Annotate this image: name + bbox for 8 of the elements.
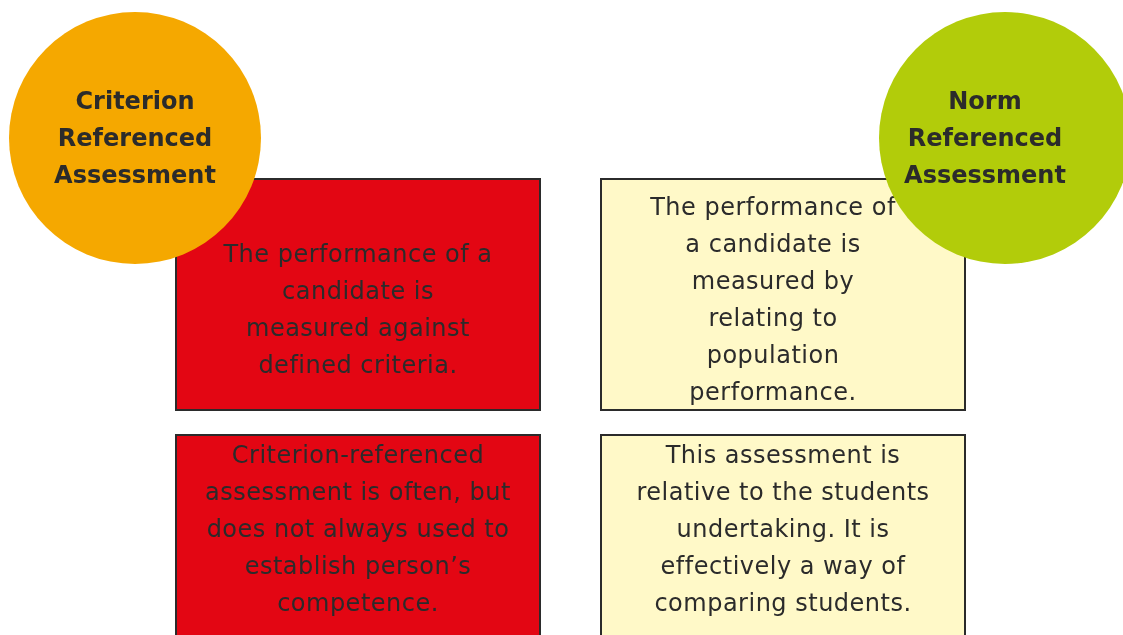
text-box xyxy=(600,434,966,635)
badge-title: Norm Referenced Assessment xyxy=(903,85,1067,191)
badge-title: Criterion Referenced Assessment xyxy=(53,85,217,191)
description-text: The performance of a candidate is measured by relating to population performance. xyxy=(649,191,897,408)
text-box xyxy=(175,434,541,635)
description-text: Criterion-referenced assessment is often, but does not always used to establish person’s competence. xyxy=(204,439,512,619)
description-text: The performance of a candidate is measured against defined criteria. xyxy=(222,238,494,381)
description-text: This assessment is relative to the students undertaking. It is effectively a way of comparing students. xyxy=(635,439,931,619)
